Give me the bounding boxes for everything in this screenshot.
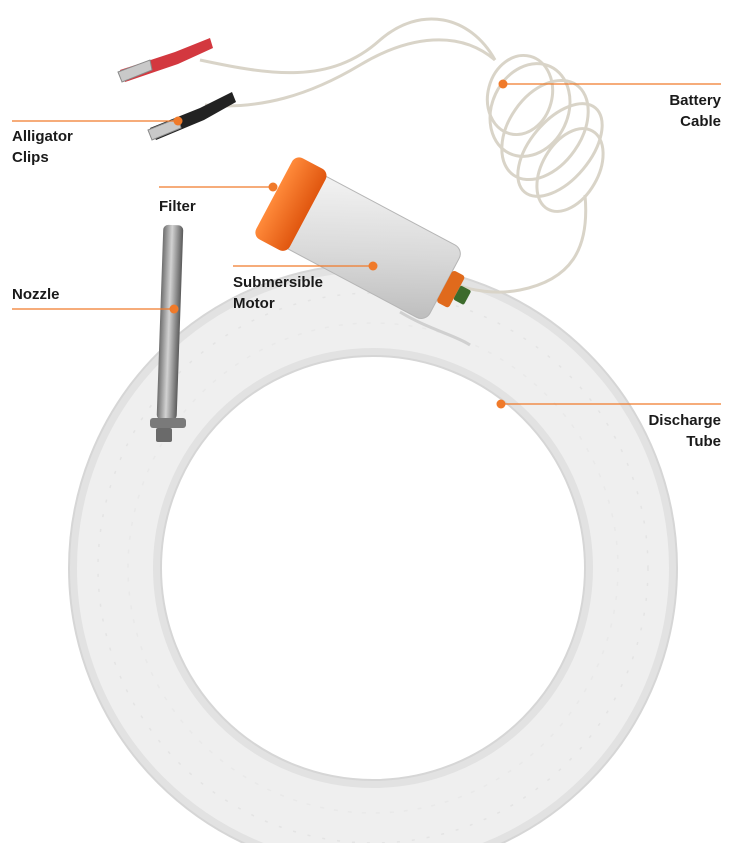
- submersible-motor-label: Submersible Motor: [233, 272, 323, 314]
- battery-cable-label-line-2: Cable: [669, 111, 721, 132]
- discharge-tube-label: Discharge Tube: [648, 410, 721, 452]
- battery-cable-label-line-1: Battery: [669, 90, 721, 111]
- filter-label: Filter: [159, 196, 196, 217]
- alligator-clips-label: Alligator Clips: [12, 126, 73, 168]
- nozzle-label-line-1: Nozzle: [12, 284, 60, 305]
- alligator-clips-label-line-2: Clips: [12, 147, 73, 168]
- alligator-clips-label-line-1: Alligator: [12, 126, 73, 147]
- submersible-motor-label-line-1: Submersible: [233, 272, 323, 293]
- battery-cable-label: Battery Cable: [669, 90, 721, 132]
- discharge-tube-label-line-2: Tube: [648, 431, 721, 452]
- filter-label-line-1: Filter: [159, 196, 196, 217]
- discharge-tube-label-line-1: Discharge: [648, 410, 721, 431]
- submersible-motor-label-line-2: Motor: [233, 293, 323, 314]
- nozzle-label: Nozzle: [12, 284, 60, 305]
